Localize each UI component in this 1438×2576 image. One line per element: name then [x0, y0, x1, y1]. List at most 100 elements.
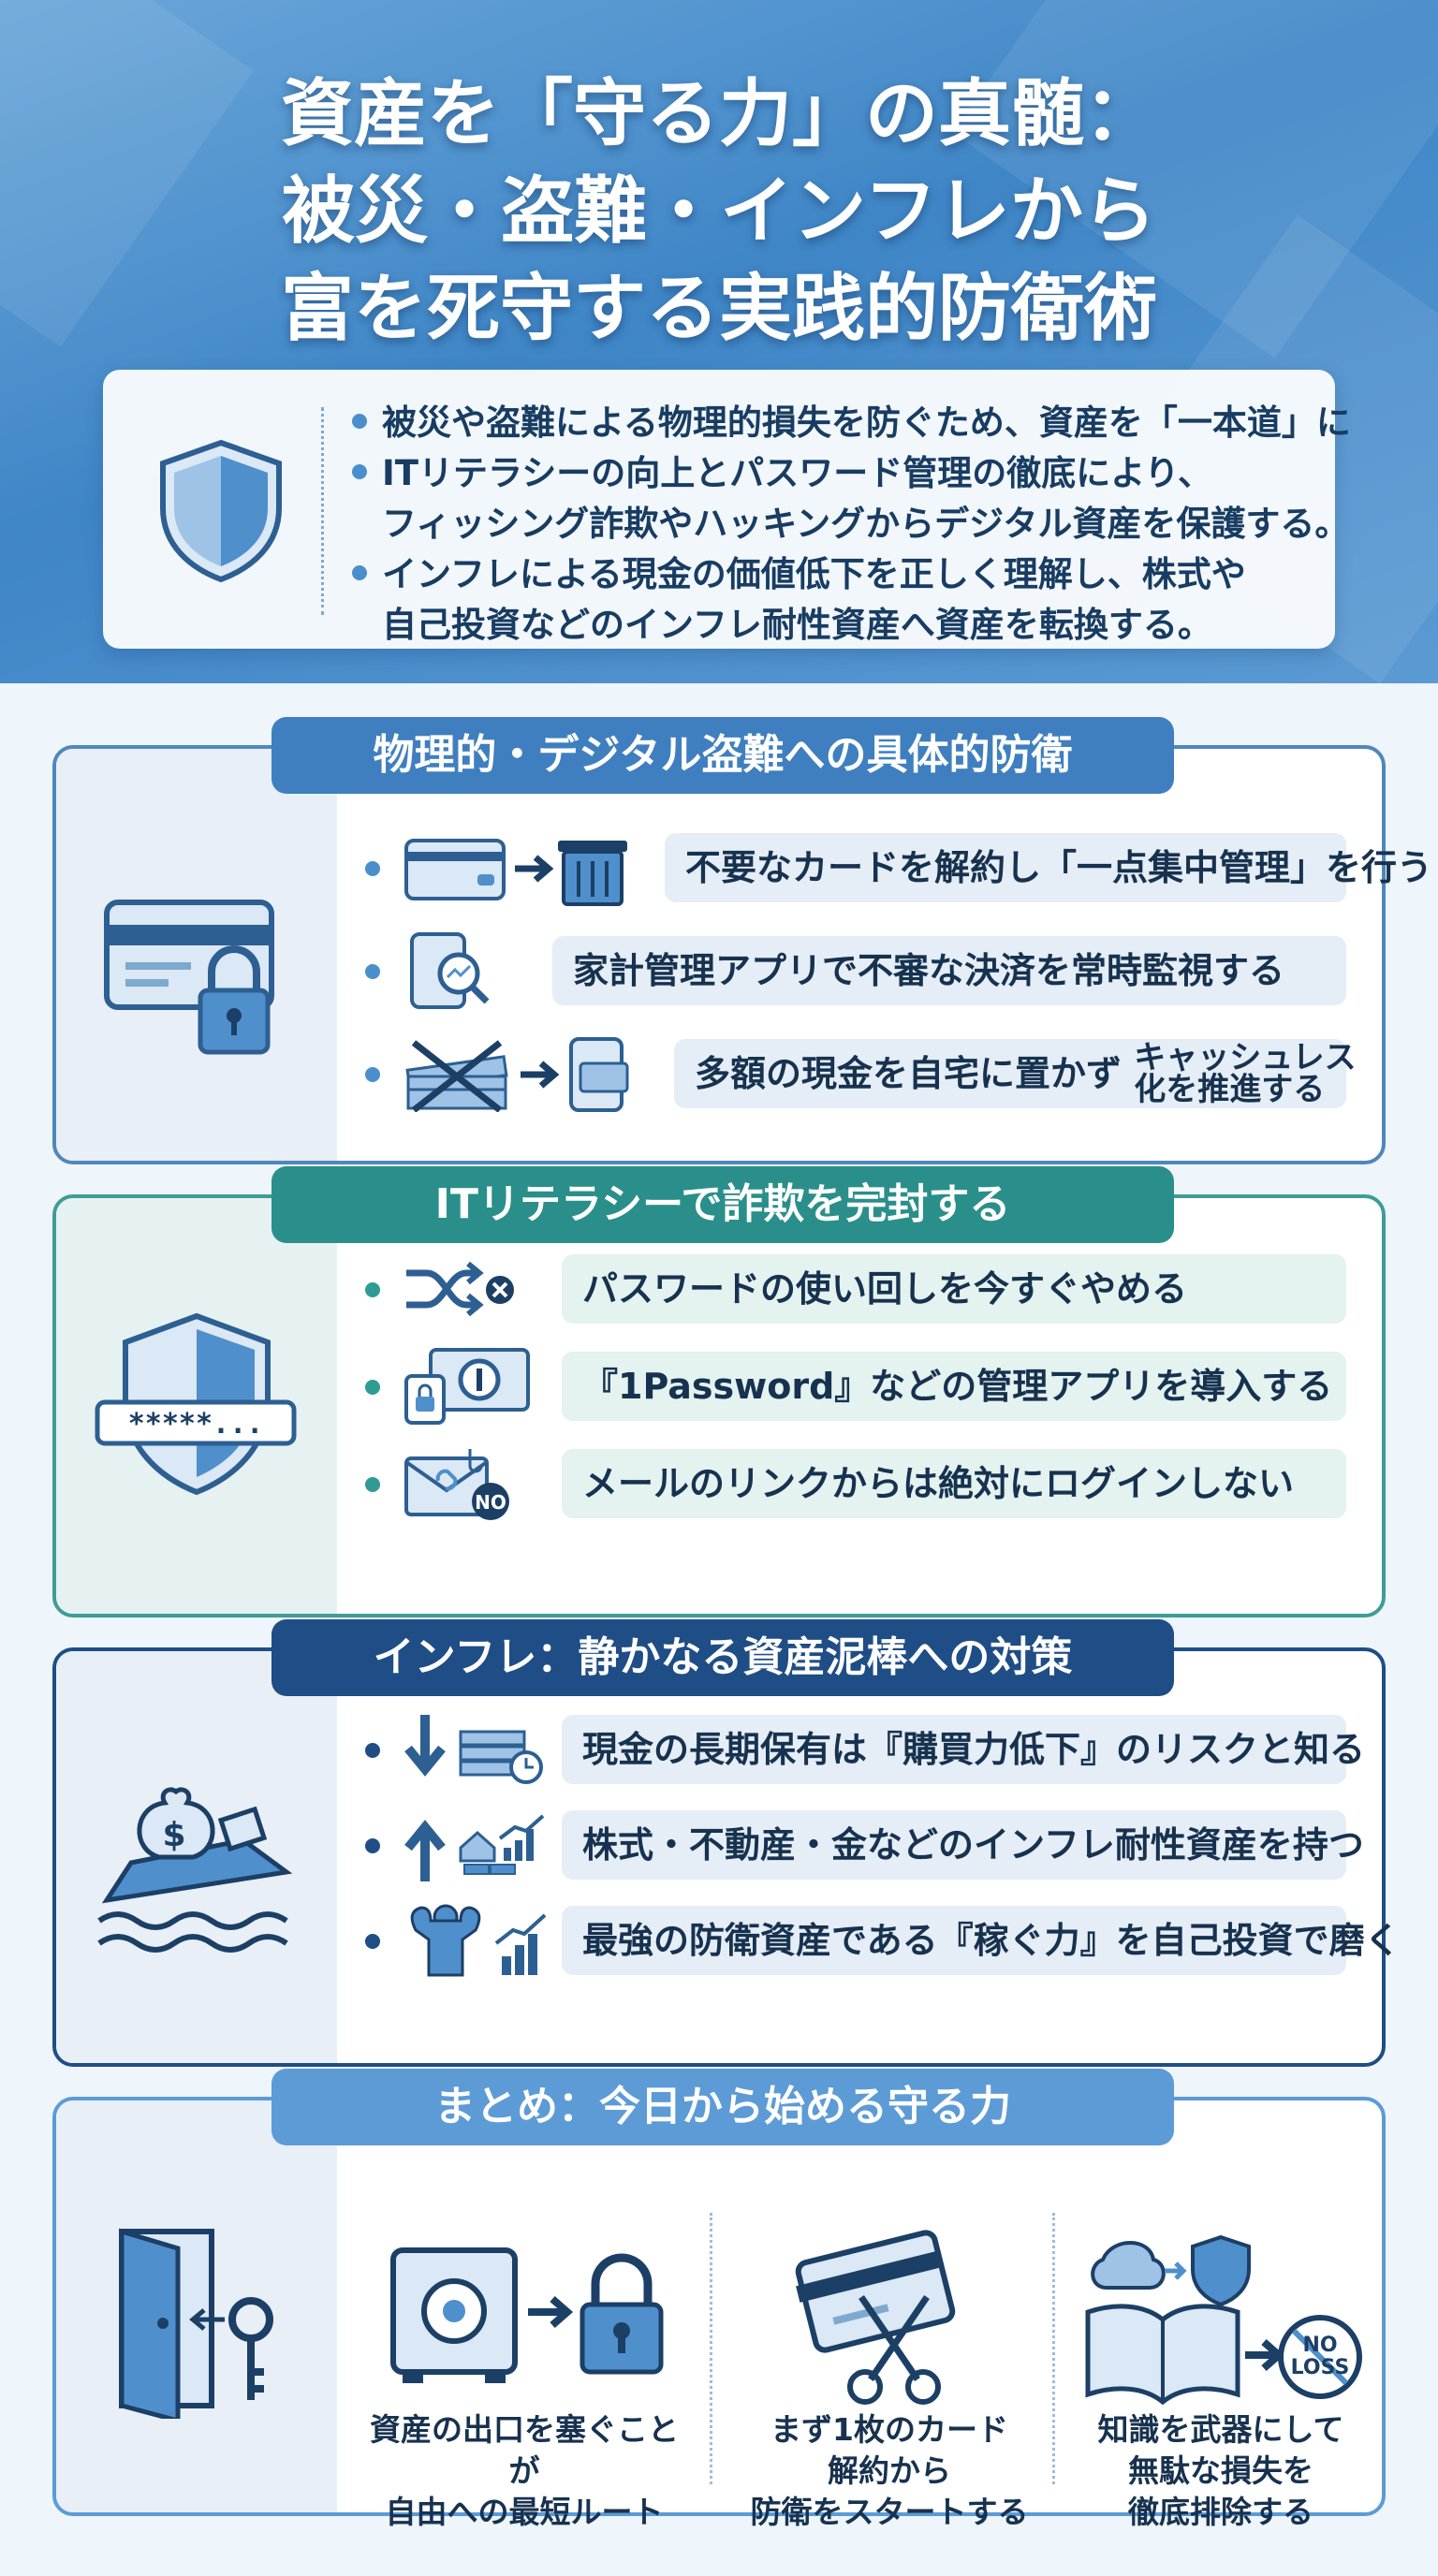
- summary-box: 被災や盗難による物理的損失を防ぐため、資産を「一本道」に ITリテラシーの向上と…: [103, 370, 1351, 651]
- door-key-icon: [119, 2228, 273, 2419]
- summary-column-text: 資産の出口を塞ぐことが 自由への最短ルート: [365, 2409, 683, 2533]
- summary-item: 被災や盗難による物理的損失を防ぐため、資産を「一本道」に: [348, 398, 1351, 448]
- phone-magnifier-icon: [410, 932, 490, 1009]
- section-summary: まとめ：今日から始める守る力: [52, 2069, 1386, 2530]
- bullet-dot: [365, 1838, 380, 1853]
- strength-growth-icon: [410, 1904, 547, 1977]
- shuffle-x-icon: [406, 1261, 514, 1317]
- item-text-main: 多額の現金を自宅に置かず: [695, 1053, 1123, 1094]
- summary-column-icon-wrap: [730, 2222, 1049, 2409]
- bullet-dot: [352, 565, 367, 580]
- bullet-dot: [365, 861, 380, 876]
- summary-column-icon-wrap: NO LOSS: [1062, 2222, 1380, 2409]
- column-divider: [710, 2213, 712, 2484]
- cash-value-down-icon: [404, 1715, 543, 1784]
- summary-list: 被災や盗難による物理的損失を防ぐため、資産を「一本道」に ITリテラシーの向上と…: [348, 398, 1351, 651]
- page-title: 資産を「守る力」の真髄： 被災・盗難・インフレから 富を死守する実践的防衛術: [0, 66, 1438, 358]
- header-banner: 資産を「守る力」の真髄： 被災・盗難・インフレから 富を死守する実践的防衛術 被…: [0, 0, 1438, 683]
- section-inflation: インフレ：静かなる資産泥棒への対策 $ 現金の長期保有は『購買力低下』のリスクと…: [52, 1619, 1401, 2067]
- summary-column: NO LOSS 知識を武器にして 無駄な損失を 徹底排除する: [1062, 2222, 1380, 2533]
- shield-icon: [160, 439, 282, 583]
- column-divider: [1052, 2213, 1055, 2484]
- summary-column-text: まず1枚のカード 解約から 防衛をスタートする: [730, 2409, 1049, 2533]
- summary-line: 徹底排除する: [1128, 2494, 1313, 2530]
- list-item: 家計管理アプリで不審な決済を常時監視する: [365, 932, 1367, 1009]
- no-loss-label-1: NO: [1302, 2334, 1337, 2357]
- item-text: 家計管理アプリで不審な決済を常時監視する: [552, 936, 1346, 1005]
- card-scissors-icon: [795, 2230, 956, 2405]
- bullet-dot: [352, 414, 367, 429]
- section-physical-defense: 物理的・デジタル盗難への具体的防衛 不要: [52, 717, 1432, 1164]
- list-item: 最強の防衛資産である『稼ぐ力』を自己投資で磨く: [365, 1902, 1401, 1979]
- summary-line: 防衛をスタートする: [750, 2494, 1029, 2530]
- title-line: 富を死守する実践的防衛術: [280, 267, 1157, 351]
- bullet-dot: [352, 464, 367, 479]
- summary-item: ITリテラシーの向上とパスワード管理の徹底により、 フィッシング詐欺やハッキング…: [348, 448, 1350, 549]
- section-title: インフレ：静かなる資産泥棒への対策: [271, 1619, 1174, 1696]
- password-mask: *****...: [128, 1408, 264, 1441]
- summary-line: 無駄な損失を: [1128, 2452, 1313, 2489]
- summary-column: 資産の出口を塞ぐことが 自由への最短ルート: [365, 2222, 683, 2533]
- list-item: 不要なカードを解約し「一点集中管理」を行う: [365, 829, 1432, 906]
- title-line: 被災・盗難・インフレから: [282, 169, 1156, 254]
- item-text: パスワードの使い回しを今すぐやめる: [562, 1254, 1346, 1324]
- section-title: まとめ：今日から始める守る力: [271, 2069, 1174, 2145]
- summary-text: 自己投資などのインフレ耐性資産へ資産を転換する。: [382, 605, 1212, 645]
- summary-line: まず1枚のカード: [770, 2411, 1008, 2448]
- item-text: メールのリンクからは絶対にログインしない: [562, 1449, 1346, 1518]
- summary-item: インフレによる現金の価値低下を正しく理解し、株式や 自己投資などのインフレ耐性資…: [348, 549, 1322, 651]
- knowledge-no-loss-icon: NO LOSS: [1085, 2234, 1362, 2406]
- shield-password-icon: *****...: [95, 1312, 297, 1496]
- sinking-money-ship-icon: $: [97, 1787, 293, 1953]
- list-item: NO メールのリンクからは絶対にログインしない: [365, 1445, 1367, 1522]
- summary-text: フィッシング詐欺やハッキングからデジタル資産を保護する。: [382, 504, 1350, 544]
- money-symbol: $: [162, 1816, 185, 1854]
- item-text: 最強の防衛資産である『稼ぐ力』を自己投資で磨く: [562, 1906, 1401, 1975]
- password-manager-icon: [404, 1348, 530, 1425]
- summary-column-text: 知識を武器にして 無駄な損失を 徹底排除する: [1062, 2409, 1380, 2533]
- bullet-dot: [365, 964, 380, 979]
- section-title: 物理的・デジタル盗難への具体的防衛: [271, 717, 1174, 794]
- item-text-side-line: キャッシュレス: [1134, 1039, 1357, 1076]
- item-text: 現金の長期保有は『購買力低下』のリスクと知る: [562, 1715, 1365, 1784]
- item-text-side-line: 化を推進する: [1134, 1071, 1326, 1108]
- section-title: ITリテラシーで詐欺を完封する: [271, 1166, 1174, 1243]
- bullet-dot: [365, 1743, 380, 1758]
- item-text-side: キャッシュレス 化を推進する: [1134, 1039, 1356, 1105]
- bullet-dot: [365, 1282, 380, 1297]
- safe-lock-icon: [390, 2247, 664, 2383]
- item-text: 株式・不動産・金などのインフレ耐性資産を持つ: [562, 1810, 1364, 1880]
- bullet-dot: [365, 1934, 380, 1949]
- summary-line: 自由への最短ルート: [385, 2494, 664, 2530]
- section-it-literacy: ITリテラシーで詐欺を完封する *****... パスワードの使い回しを今すぐや…: [52, 1166, 1386, 1617]
- list-item: 『1Password』などの管理アプリを導入する: [365, 1348, 1367, 1425]
- phishing-mail-no-icon: NO: [404, 1449, 509, 1520]
- credit-card-lock-icon: [104, 900, 274, 1055]
- bullet-dot: [365, 1477, 380, 1492]
- summary-line: 資産の出口を塞ぐことが: [370, 2411, 679, 2489]
- summary-text: 被災や盗難による物理的損失を防ぐため、資産を「一本道」に: [382, 402, 1351, 443]
- bullet-dot: [365, 1380, 380, 1395]
- list-item: パスワードの使い回しを今すぐやめる: [365, 1251, 1367, 1327]
- cancel-card-to-trash-icon: [404, 839, 627, 906]
- item-text: 不要なカードを解約し「一点集中管理」を行う: [665, 833, 1432, 902]
- bullet-dot: [365, 1067, 380, 1082]
- no-loss-label-2: LOSS: [1291, 2356, 1350, 2379]
- summary-text: ITリテラシーの向上とパスワード管理の徹底により、: [382, 453, 1213, 493]
- summary-text: インフレによる現金の価値低下を正しく理解し、株式や: [382, 554, 1246, 594]
- summary-column-icon-wrap: [365, 2222, 683, 2409]
- summary-divider: [321, 407, 324, 615]
- title-line: 資産を「守る力」の真髄：: [280, 72, 1157, 156]
- cash-to-phone-icon: [405, 1037, 629, 1112]
- list-item: 株式・不動産・金などのインフレ耐性資産を持つ: [365, 1807, 1367, 1883]
- item-text: 多額の現金を自宅に置かず キャッシュレス 化を推進する: [674, 1039, 1357, 1108]
- summary-column: まず1枚のカード 解約から 防衛をスタートする: [730, 2222, 1049, 2533]
- list-item: 多額の現金を自宅に置かず キャッシュレス 化を推進する: [365, 1035, 1367, 1112]
- no-label: NO: [475, 1491, 506, 1514]
- assets-up-icon: [404, 1814, 545, 1881]
- item-text: 『1Password』などの管理アプリを導入する: [562, 1352, 1346, 1421]
- list-item: 現金の長期保有は『購買力低下』のリスクと知る: [365, 1711, 1367, 1788]
- summary-line: 知識を武器にして: [1097, 2411, 1344, 2448]
- summary-line: 解約から: [828, 2452, 951, 2489]
